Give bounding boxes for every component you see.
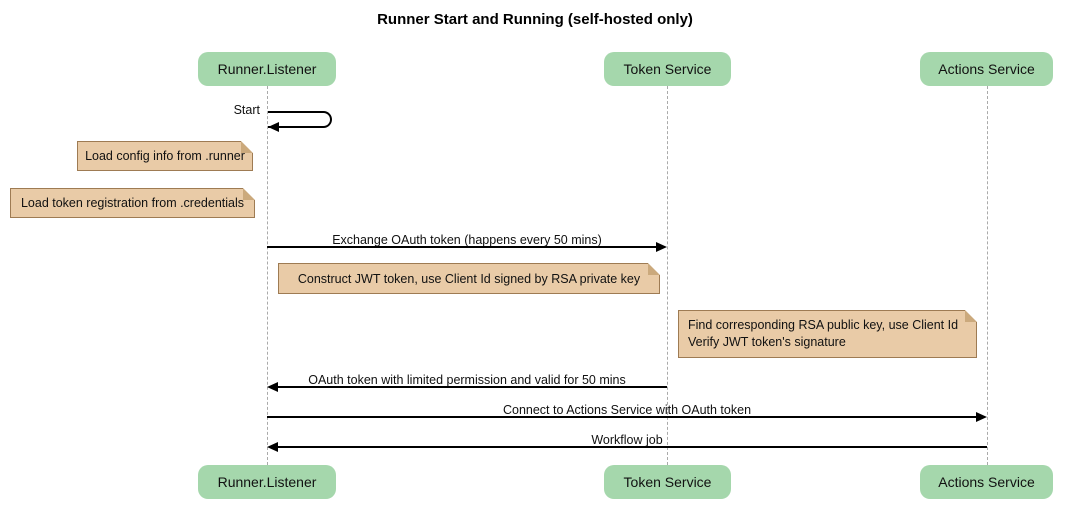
note-load-token-registration: Load token registration from .credential…: [10, 188, 255, 218]
participant-token-service-top: Token Service: [604, 52, 731, 86]
message-oauth-return-label: OAuth token with limited permission and …: [308, 373, 626, 387]
participant-actions-service-bottom: Actions Service: [920, 465, 1053, 499]
message-start-arrowhead: [268, 122, 279, 132]
message-workflow-job-label: Workflow job: [591, 433, 663, 447]
lifeline-actions-service: [987, 86, 988, 465]
participant-token-service-bottom: Token Service: [604, 465, 731, 499]
note-verify-jwt-line1: Find corresponding RSA public key, use C…: [688, 318, 959, 332]
message-exchange-oauth-line: [267, 246, 656, 248]
message-start-label: Start: [233, 103, 260, 117]
note-verify-jwt-line2: Verify JWT token's signature: [688, 335, 846, 349]
message-exchange-oauth-label: Exchange OAuth token (happens every 50 m…: [332, 233, 602, 247]
message-oauth-return-arrowhead: [267, 382, 278, 392]
message-workflow-job-arrowhead: [267, 442, 278, 452]
message-exchange-oauth-arrowhead: [656, 242, 667, 252]
lifeline-token-service: [667, 86, 668, 465]
message-connect-actions-label: Connect to Actions Service with OAuth to…: [502, 403, 752, 417]
message-start-self-arrow: [268, 111, 332, 128]
note-verify-jwt: Find corresponding RSA public key, use C…: [678, 310, 977, 358]
message-workflow-job-line: [278, 446, 987, 448]
diagram-title: Runner Start and Running (self-hosted on…: [377, 11, 693, 28]
participant-runner-listener-top: Runner.Listener: [198, 52, 336, 86]
lifeline-runner-listener: [267, 86, 268, 465]
participant-actions-service-top: Actions Service: [920, 52, 1053, 86]
message-oauth-return-line: [278, 386, 667, 388]
message-connect-actions-arrowhead: [976, 412, 987, 422]
participant-runner-listener-bottom: Runner.Listener: [198, 465, 336, 499]
message-connect-actions-line: [267, 416, 976, 418]
note-construct-jwt: Construct JWT token, use Client Id signe…: [278, 263, 660, 294]
note-load-config: Load config info from .runner: [77, 141, 253, 171]
